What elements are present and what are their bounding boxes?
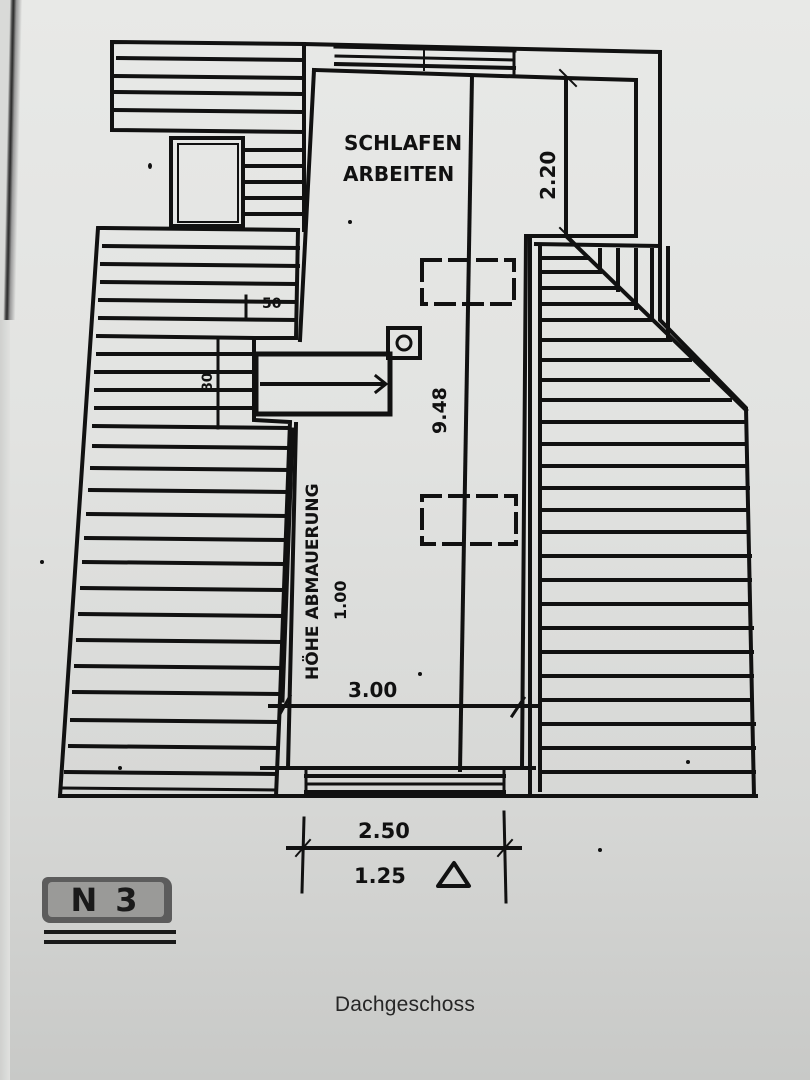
dimension-room-width: 3.00 — [348, 678, 397, 702]
roof-hatch-top-left — [110, 39, 306, 232]
paper-speckles — [40, 163, 690, 852]
binder-edge-lower — [0, 320, 10, 1080]
wall-note-line1: HÖHE ABMAUERUNG — [301, 483, 323, 680]
skylight-window — [169, 136, 245, 228]
roof-hatch-right — [528, 233, 757, 798]
dimension-small-depth: 80 — [200, 372, 216, 392]
room-label-line2: ARBEITEN — [343, 162, 454, 186]
stamp-label: N3 — [48, 881, 164, 919]
north-triangle-icon — [436, 861, 471, 888]
dimension-room-length: 9.48 — [429, 387, 451, 434]
room-label-line1: SCHLAFEN — [344, 131, 462, 155]
scale-bar-bottom-label: 1.25 — [354, 864, 406, 888]
caption: Dachgeschoss — [334, 993, 476, 1016]
wall-note-line2: 1.00 — [331, 581, 350, 620]
stamp-underline-2 — [44, 940, 176, 944]
dimension-dormer-depth: 2.20 — [536, 151, 560, 200]
stamp-n3: N3 — [42, 877, 172, 923]
roof-hatch-left — [57, 226, 301, 798]
stamp-underline — [44, 930, 176, 934]
scale-bar — [286, 810, 522, 904]
dimension-small-width: 50 — [262, 296, 282, 312]
scale-bar-top-label: 2.50 — [358, 819, 410, 843]
